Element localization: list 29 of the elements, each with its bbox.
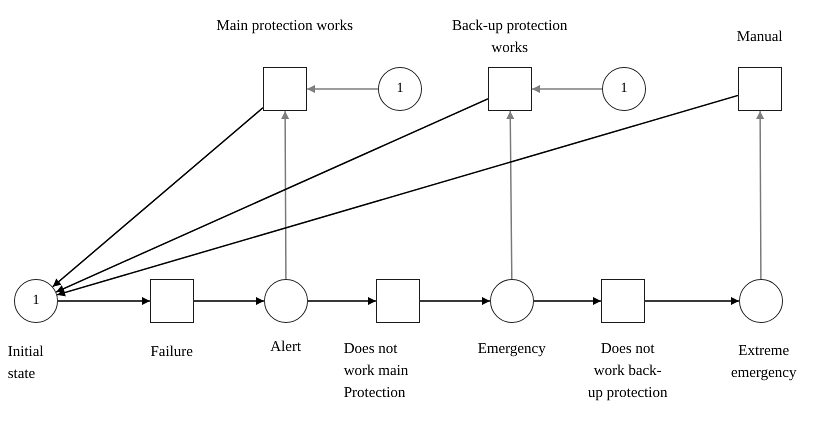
arrow [56,98,488,293]
node-label: Manual [736,28,784,47]
token-count: 1 [620,82,628,96]
arrow [281,111,290,279]
arrow [756,111,764,279]
node-label: Failure [149,342,194,362]
arrow [52,107,264,288]
node-label: Does not work back-up protection [588,340,668,403]
node-label: Does not work main Protection [344,340,410,403]
arrow [56,94,738,296]
arrow [194,297,264,305]
arrow [308,297,376,305]
arrow [534,297,601,305]
node-label: Initial state [8,342,45,384]
arrow [645,297,739,305]
node-label: Emergency [476,340,547,359]
token-count: 1 [32,294,40,308]
arrow [58,297,150,305]
arrow [307,85,378,93]
node-label: Alert [269,338,302,357]
place-circle [602,67,646,111]
arrow [532,85,602,93]
node-label: Main protection works [215,16,354,36]
arrow [420,297,490,305]
token-count: 1 [396,82,404,96]
place-circle [378,67,422,111]
arrow [506,111,514,279]
node-label: Back-up protection works [451,16,568,58]
node-label: Extreme emergency [730,342,798,383]
